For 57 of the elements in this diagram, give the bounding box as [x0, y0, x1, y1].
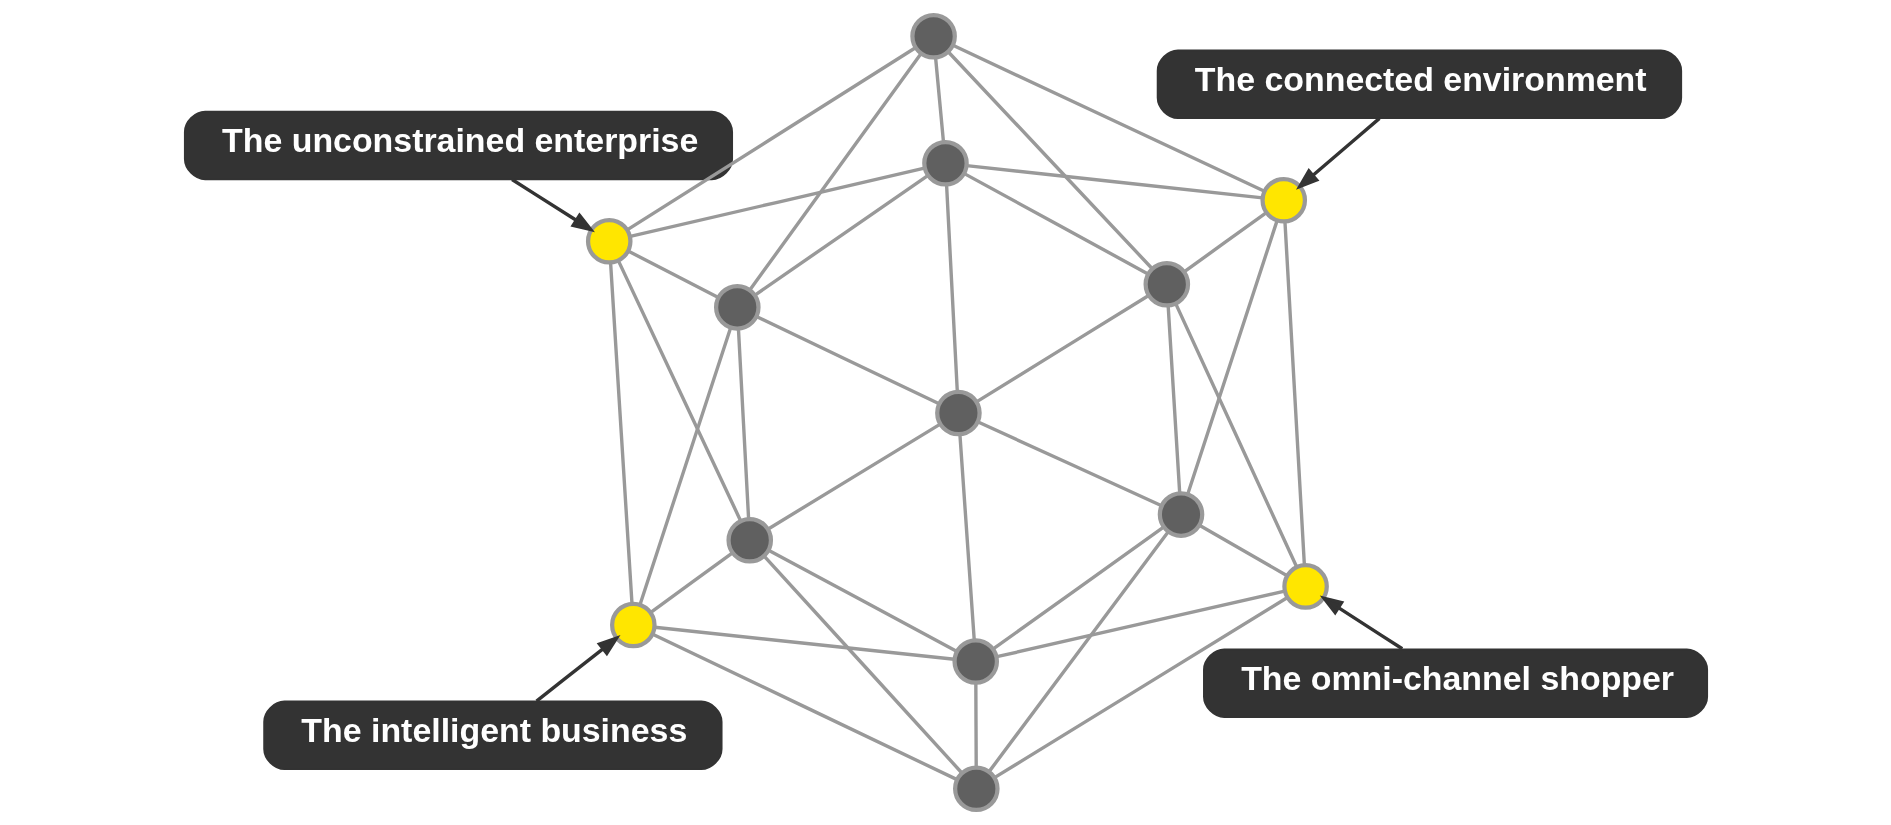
- connector: [996, 589, 1285, 659]
- connector: [748, 52, 922, 291]
- node-circle: [1281, 563, 1329, 610]
- connector: [993, 596, 1288, 780]
- connector: [1282, 221, 1306, 566]
- connector: [976, 420, 1162, 508]
- node-circle: [921, 140, 969, 187]
- connector: [1165, 305, 1181, 494]
- connector: [626, 249, 719, 300]
- connector: [946, 50, 1153, 270]
- connector: [608, 262, 634, 604]
- node-box: The unconstrained enterprise: [183, 110, 733, 181]
- connector: [626, 46, 916, 232]
- arrow: [510, 178, 595, 233]
- connector: [965, 163, 1263, 200]
- connector: [616, 260, 742, 522]
- node-box: The connected environment: [1156, 49, 1682, 119]
- connector: [1173, 302, 1298, 568]
- connector: [651, 632, 958, 782]
- connector: [1198, 523, 1288, 578]
- node-circle: [934, 389, 982, 437]
- arrow: [1319, 595, 1403, 651]
- connector: [767, 549, 957, 653]
- node-circle: [725, 516, 773, 564]
- node-box: The omni-channel shopper: [1202, 648, 1708, 718]
- connector: [637, 327, 732, 606]
- connector: [753, 174, 929, 297]
- connector: [1182, 211, 1267, 274]
- connector: [933, 57, 945, 143]
- node-circle: [1259, 176, 1307, 224]
- connector: [987, 530, 1170, 773]
- connector: [957, 434, 976, 641]
- node-circle: [609, 601, 657, 649]
- node-circle: [1157, 491, 1204, 538]
- node-box: The intelligent business: [262, 700, 723, 771]
- connector: [975, 294, 1150, 404]
- connector: [1185, 220, 1279, 495]
- connector: [736, 328, 750, 519]
- node-circle: [713, 284, 761, 331]
- node-circle: [951, 638, 999, 685]
- node-circle: [952, 765, 1000, 813]
- arrow: [535, 635, 620, 703]
- connector: [951, 43, 1265, 193]
- connector: [991, 525, 1165, 651]
- connector: [649, 551, 733, 614]
- node-circle: [585, 217, 633, 265]
- arrow: [1295, 117, 1381, 190]
- connector: [654, 625, 954, 661]
- connector: [629, 166, 925, 238]
- connector: [944, 184, 959, 392]
- node-circle: [1143, 260, 1190, 308]
- connector: [766, 422, 941, 531]
- connector: [755, 315, 940, 406]
- node-circle: [909, 12, 957, 60]
- connector: [973, 683, 978, 768]
- connector: [963, 172, 1149, 276]
- connector: [762, 555, 963, 774]
